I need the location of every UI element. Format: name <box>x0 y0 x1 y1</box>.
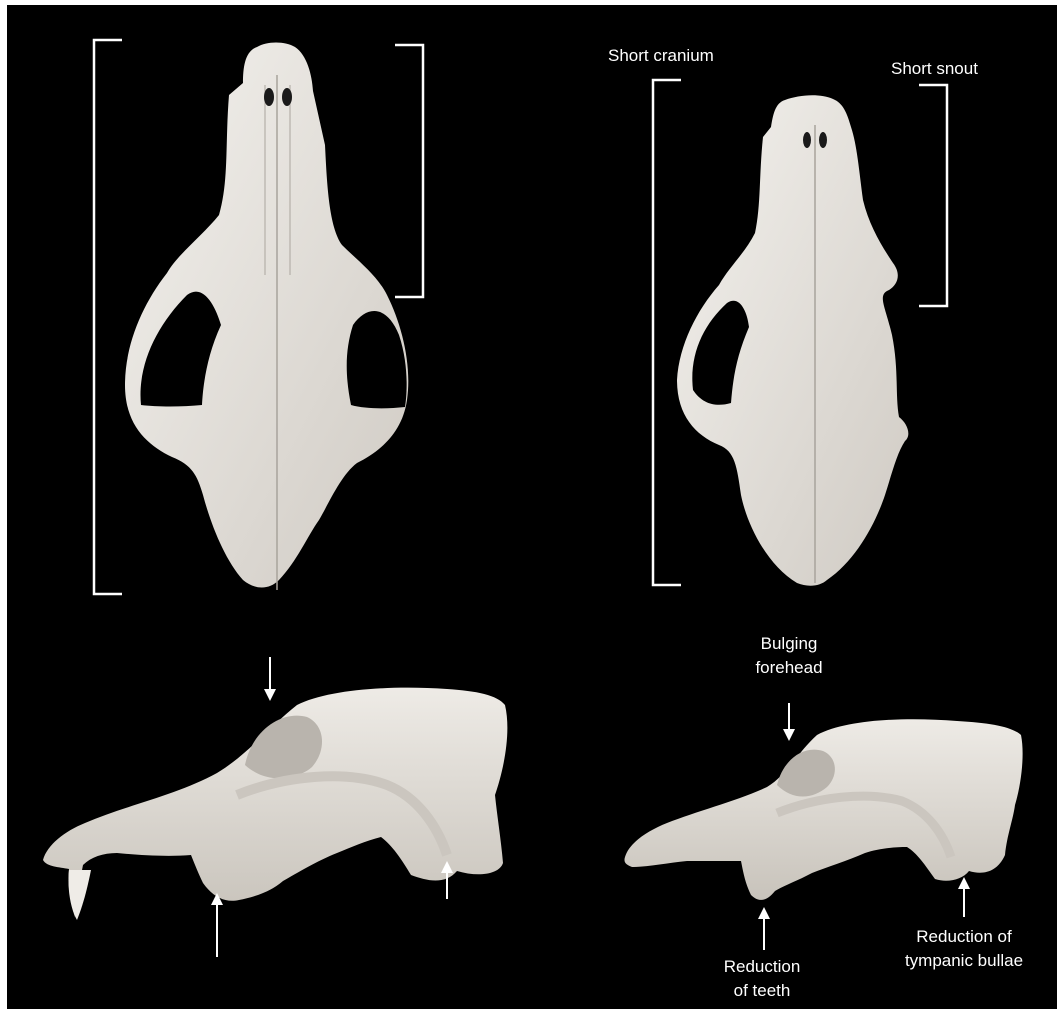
wolf-teeth-arrow-icon <box>211 893 223 957</box>
short-cranium-label: Short cranium <box>608 46 714 66</box>
reduction-teeth-label-line1: Reduction <box>707 957 817 977</box>
dog-skull-lateral <box>624 719 1022 900</box>
dog-bullae-arrow-icon <box>958 877 970 917</box>
short-snout-bracket <box>919 85 947 306</box>
wolf-forehead-arrow-icon <box>264 657 276 701</box>
wolf-skull-lateral <box>43 688 507 920</box>
dog-skull-dorsal <box>677 95 908 585</box>
dog-teeth-arrow-icon <box>758 907 770 950</box>
bulging-forehead-label-line2: forehead <box>744 658 834 678</box>
dog-forehead-arrow-icon <box>783 703 795 741</box>
short-cranium-bracket <box>653 80 681 585</box>
short-snout-label: Short snout <box>891 59 978 79</box>
reduction-teeth-label-line2: of teeth <box>707 981 817 1001</box>
reduction-bullae-label-line2: tympanic bullae <box>894 951 1034 971</box>
wolf-snout-bracket <box>395 45 423 297</box>
figure-panel: Short cranium Short snout Bulging forehe… <box>7 5 1057 1009</box>
bulging-forehead-label-line1: Bulging <box>744 634 834 654</box>
wolf-skull-dorsal <box>125 43 408 591</box>
reduction-bullae-label-line1: Reduction of <box>894 927 1034 947</box>
skull-illustration <box>7 5 1057 1009</box>
wolf-length-bracket <box>94 40 122 594</box>
